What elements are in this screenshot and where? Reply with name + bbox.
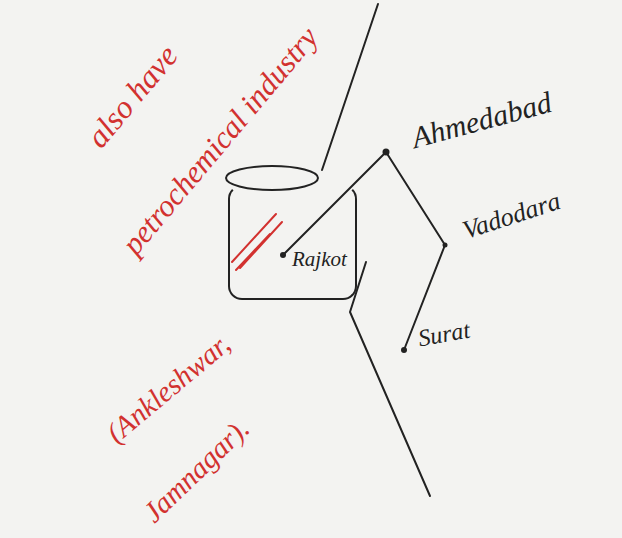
region-box: Rajkot [228, 185, 357, 300]
annotation-note: Jamnagar). [138, 413, 255, 527]
coast-line [322, 4, 378, 170]
coast-line [350, 262, 430, 496]
city-dot [383, 149, 390, 156]
route-line [386, 152, 445, 350]
strike-mark [232, 214, 276, 262]
coast-loop [226, 166, 318, 190]
city-label: Surat [416, 318, 471, 351]
annotation-note: also have [81, 39, 184, 153]
strike-mark [240, 222, 282, 268]
strike-mark [236, 234, 270, 270]
route-line [283, 152, 386, 255]
city-label: Vadodara [460, 188, 564, 244]
city-label: Rajkot [292, 249, 347, 270]
city-dot [280, 252, 286, 258]
city-dot [443, 243, 448, 248]
city-label: Ahmedabad [409, 87, 555, 153]
city-dot [401, 347, 407, 353]
annotation-note: (Ankleshwar, [101, 328, 235, 447]
